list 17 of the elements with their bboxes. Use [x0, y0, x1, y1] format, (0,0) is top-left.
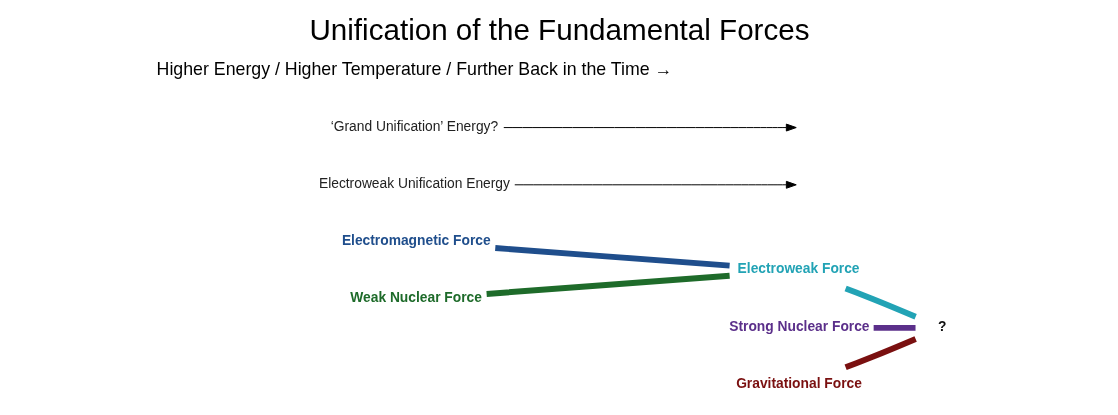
connector — [873, 324, 915, 331]
node-text: Weak Nuclear Force — [349, 288, 482, 305]
node-text: ‘Grand Unification’ Energy? — [330, 118, 498, 135]
connector — [844, 285, 917, 320]
diagram-title: Unification of the Fundamental Forces — [308, 12, 810, 46]
node-text: Electroweak Force — [737, 260, 860, 277]
label: Higher Energy / Higher Temperature / Further Back in the Time → — [156, 58, 672, 79]
connector — [494, 245, 730, 269]
node-text: Electromagnetic Force — [341, 231, 491, 248]
node-text: Strong Nuclear Force — [728, 317, 870, 334]
connector — [485, 272, 730, 297]
node-text: ? — [937, 317, 946, 334]
arrow — [513, 180, 797, 189]
node-text: Electroweak Unification Energy — [318, 175, 510, 192]
node-text: Gravitational Force — [735, 374, 862, 391]
connector — [844, 336, 917, 371]
arrow — [502, 123, 797, 132]
